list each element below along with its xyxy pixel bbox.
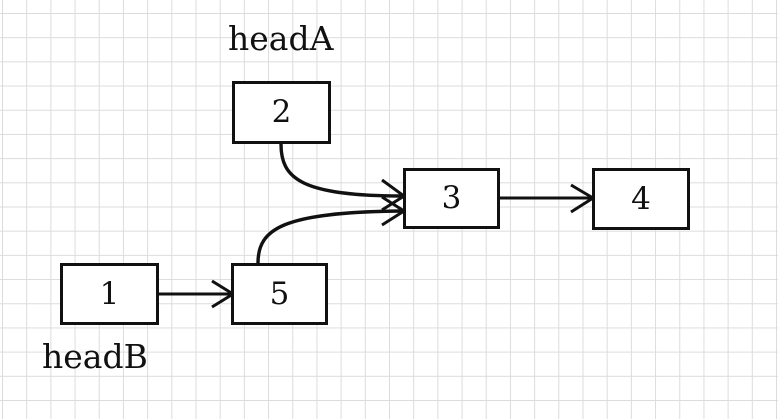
node-2: 2 [232, 81, 331, 144]
edge-5-to-3-curve [256, 209, 404, 264]
label-headB: headB [42, 340, 148, 373]
node-5-value: 5 [269, 275, 290, 312]
node-4-value: 4 [631, 180, 651, 217]
node-2-value: 2 [271, 94, 292, 130]
node-3: 3 [403, 168, 500, 229]
node-1-value: 1 [99, 275, 120, 312]
node-3-value: 3 [441, 180, 462, 216]
label-headA-text: headA [228, 19, 334, 58]
edge-3-to-4 [500, 183, 596, 214]
edge-5-to-3 [256, 195, 407, 264]
node-1: 1 [60, 263, 159, 325]
edge-2-to-3-curve [279, 143, 404, 198]
node-5: 5 [231, 263, 328, 325]
node-4: 4 [592, 168, 690, 230]
edge-1-to-5 [159, 279, 236, 309]
label-headB-text: headB [42, 337, 148, 376]
label-headA: headA [228, 22, 333, 55]
